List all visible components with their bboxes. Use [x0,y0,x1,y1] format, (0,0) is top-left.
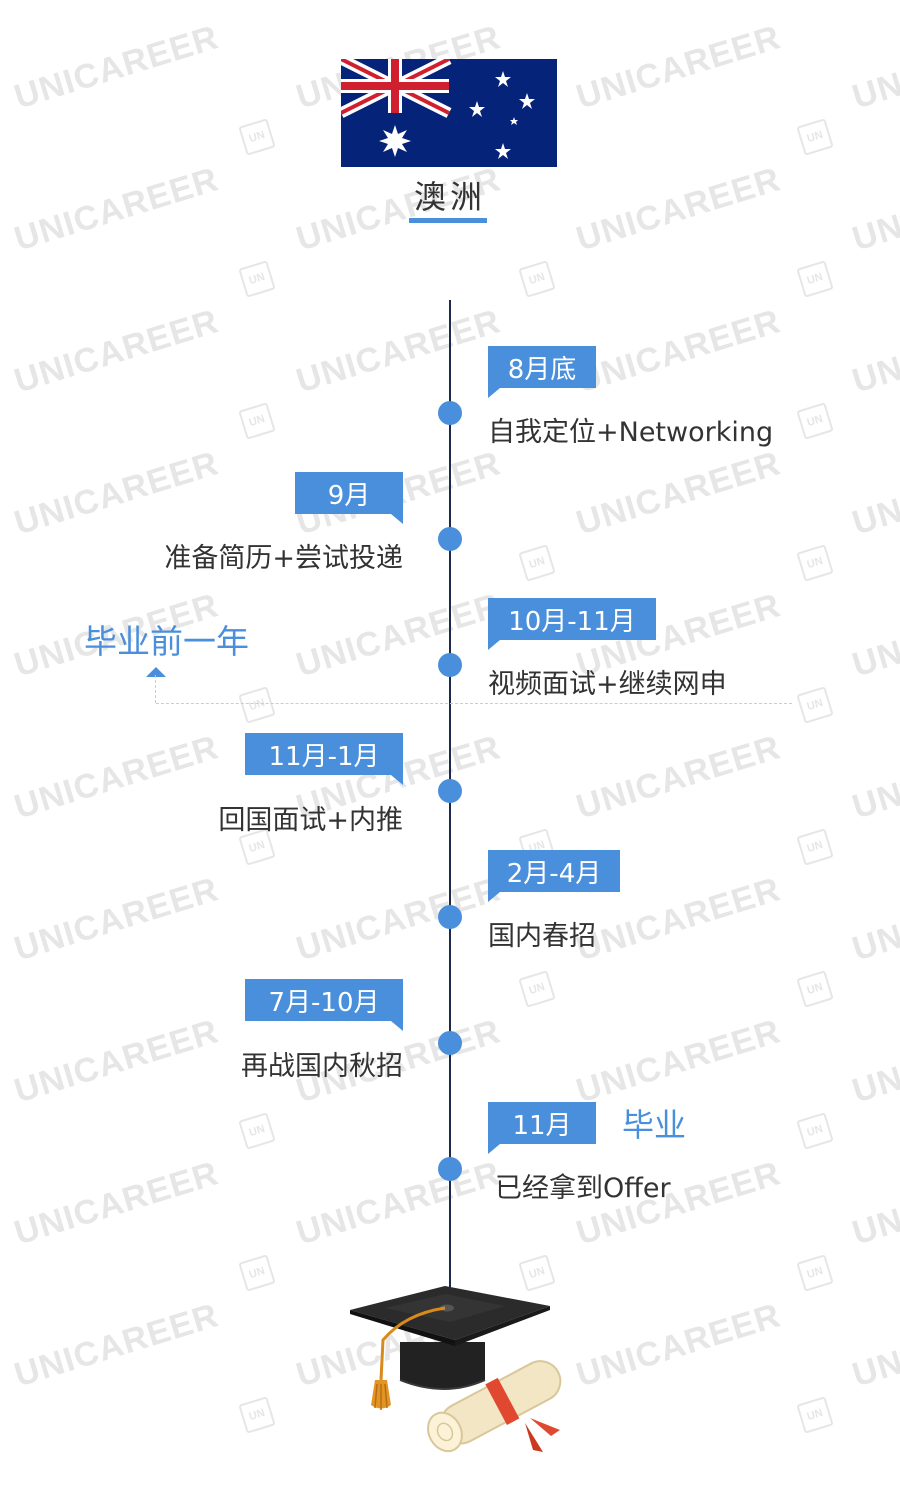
graduation-note: 毕业 [622,1106,687,1144]
watermark-badge: UN [796,1112,834,1150]
watermark-badge: UN [796,1254,834,1292]
milestone-time-tag: 2月-4月 [488,850,620,902]
watermark: UNICAREER [10,18,224,117]
graduation-cap-diploma-icon [350,1286,562,1453]
region-title: 澳洲 [413,178,486,216]
watermark-badge: UN [238,1254,276,1292]
milestone-description: 国内春招 [488,921,596,952]
divider-vertical [155,675,156,703]
watermark: UNICAREER [848,870,900,969]
watermark: UNICAREER [10,160,224,259]
milestone-time-tag: 7月-10月 [245,979,403,1031]
watermark-badge: UN [796,1396,834,1434]
watermark: UNICAREER [572,444,786,543]
watermark: UNICAREER [10,870,224,969]
watermark-badge: UN [238,686,276,724]
watermark-badge: UN [518,260,556,298]
milestone-dot [438,779,462,803]
watermark-badge: UN [238,118,276,156]
milestone-time-tag: 10月-11月 [488,598,656,650]
milestone-dot [438,1031,462,1055]
watermark-badge: UN [238,1112,276,1150]
watermark: UNICAREER [10,302,224,401]
milestone-description: 再战国内秋招 [241,1051,403,1082]
watermark: UNICAREER [848,586,900,685]
watermark: UNICAREER [848,160,900,259]
watermark-badge: UN [518,970,556,1008]
watermark: UNICAREER [10,1154,224,1253]
watermark: UNICAREER [292,870,506,969]
watermark-badge: UN [796,402,834,440]
watermark: UNICAREER [572,160,786,259]
milestone-description: 已经拿到Offer [495,1173,671,1204]
watermark: UNICAREER [292,302,506,401]
milestone-time-tag: 11月 [488,1102,596,1154]
milestone-dot [438,905,462,929]
watermark: UNICAREER [848,18,900,117]
watermark-badge: UN [796,686,834,724]
watermark-badge: UN [238,1396,276,1434]
watermark-badge: UN [238,260,276,298]
year-divider-line [156,703,792,704]
australia-flag-icon [341,59,557,167]
watermark-badge: UN [796,118,834,156]
watermark: UNICAREER [848,302,900,401]
milestone-time-tag: 8月底 [488,346,596,398]
watermark-badge: UN [796,260,834,298]
watermark: UNICAREER [572,728,786,827]
watermark: UNICAREER [292,586,506,685]
watermark: UNICAREER [572,1296,786,1395]
watermark: UNICAREER [10,1012,224,1111]
watermark: UNICAREER [848,1296,900,1395]
watermark: UNICAREER [572,18,786,117]
watermark: UNICAREER [572,1012,786,1111]
watermark-badge: UN [796,544,834,582]
milestone-dot [438,653,462,677]
watermark: UNICAREER [848,444,900,543]
watermark: UNICAREER [10,444,224,543]
milestone-dot [438,401,462,425]
watermark: UNICAREER [10,1296,224,1395]
milestone-time-tag: 11月-1月 [245,733,403,785]
watermark-badge: UN [518,544,556,582]
watermark: UNICAREER [292,1154,506,1253]
up-arrow-icon [146,667,166,677]
watermark: UNICAREER [848,728,900,827]
watermark: UNICAREER [572,302,786,401]
watermark: UNICAREER [848,1012,900,1111]
milestone-dot [438,527,462,551]
milestone-description: 回国面试+内推 [218,805,403,836]
pre-graduation-year-label: 毕业前一年 [84,622,249,661]
region-underline [409,218,487,223]
milestone-description: 准备简历+尝试投递 [164,543,403,574]
watermark-badge: UN [796,970,834,1008]
milestone-description: 视频面试+继续网申 [488,669,727,700]
milestone-dot [438,1157,462,1181]
watermark-badge: UN [796,828,834,866]
watermark: UNICAREER [10,728,224,827]
watermark-badge: UN [238,402,276,440]
milestone-time-tag: 9月 [295,472,403,524]
watermark: UNICAREER [848,1154,900,1253]
milestone-description: 自我定位+Networking [488,417,774,448]
